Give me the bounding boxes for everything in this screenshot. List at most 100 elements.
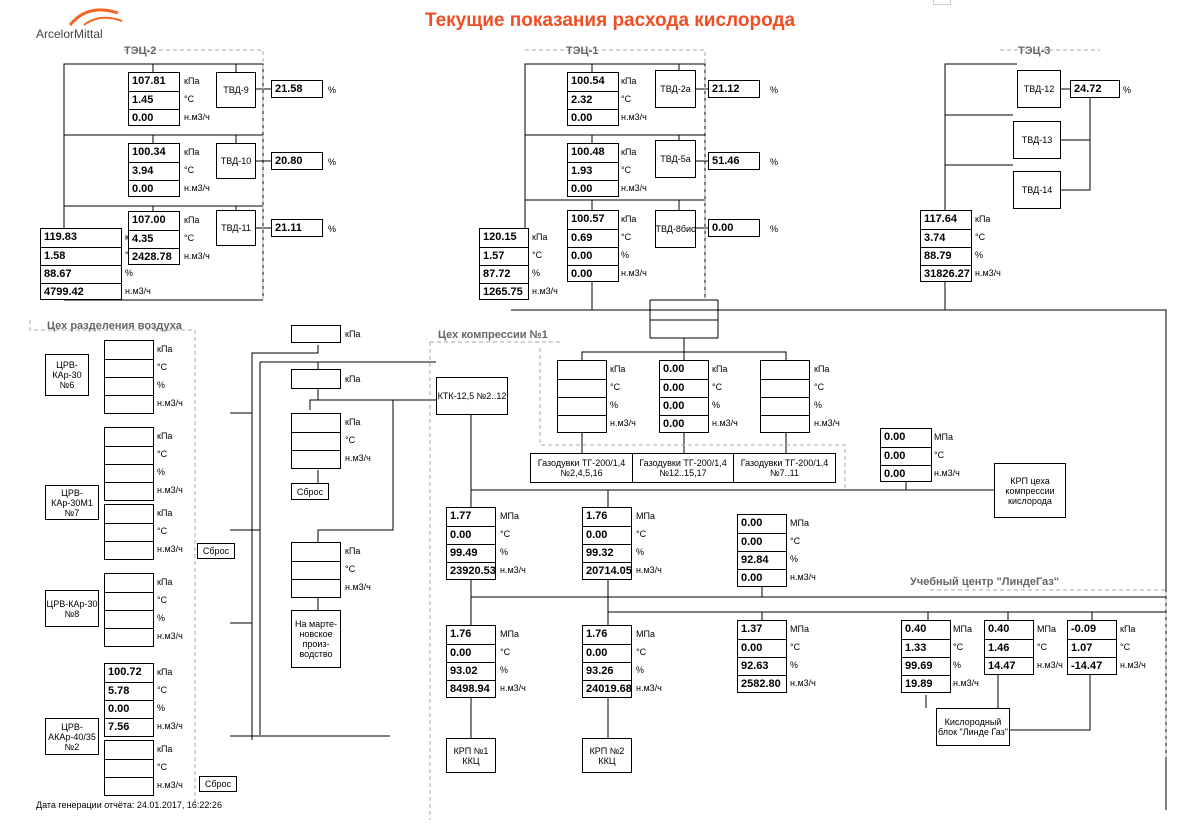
krp-compression[interactable]: КРП цеха компрессии кислорода: [994, 463, 1066, 518]
reading-cell: [105, 592, 153, 610]
blower-group-1[interactable]: Газодувки ТГ-200/1,4 №2,4,5,16: [530, 453, 633, 483]
reading-cell: 1.33: [902, 639, 950, 657]
unit-label: %: [157, 613, 166, 623]
unit-label: н.м3/ч: [500, 565, 526, 575]
reading-cell: 0.00: [129, 180, 179, 198]
reading-cell: 0.00: [741, 517, 763, 529]
blower-group-1-readings: [557, 360, 607, 433]
unit-label: °С: [1037, 642, 1048, 652]
unit-label: °С: [636, 529, 647, 539]
reading-cell: 0.00: [881, 465, 931, 483]
asu-unit-6-units: кПа°С%н.м3/ч: [157, 340, 183, 412]
section-title-linde: Учебный центр "ЛиндеГаз": [910, 576, 1060, 588]
tvd8-units: кПа°С%н.м3/ч: [621, 210, 647, 282]
unit-label: кПа: [975, 214, 991, 224]
blower-group-1-units: кПа°С%н.м3/ч: [610, 360, 636, 432]
line-2-units: МПа°С%н.м3/ч: [636, 625, 662, 697]
asu-unit-7-sbros[interactable]: Сброс: [197, 543, 235, 559]
unit-label: кПа: [621, 147, 637, 157]
tvd8-unit[interactable]: ТВД-8бис: [655, 210, 696, 248]
unit-label: н.м3/ч: [125, 286, 151, 296]
unit-label: %: [953, 660, 962, 670]
mid-sbros[interactable]: Сброс: [291, 483, 329, 500]
krp-2-kkc[interactable]: КРП №2 ККЦ: [582, 738, 632, 773]
tvd5a-unit[interactable]: ТВД-5а: [655, 140, 696, 178]
tvd11-percent-value: 21.11: [271, 219, 323, 237]
unit-label: МПа: [790, 518, 809, 528]
asu-unit-2-sbros[interactable]: Сброс: [199, 776, 237, 792]
mid-sbros-readings: [291, 413, 341, 469]
unit-label: °С: [184, 94, 195, 104]
tvd13-unit[interactable]: ТВД-13: [1013, 121, 1061, 159]
unit-label: МПа: [790, 624, 809, 634]
reading-cell: 1.57: [480, 247, 528, 265]
reading-cell: 1265.75: [480, 283, 528, 301]
unit-label: °С: [621, 94, 632, 104]
unit-label: МПа: [953, 624, 972, 634]
blower-group-3[interactable]: Газодувки ТГ-200/1,4 №7..11: [733, 453, 836, 483]
unit-label: н.м3/ч: [157, 721, 183, 731]
tvd11-unit[interactable]: ТВД-11: [216, 210, 256, 246]
unit-label: кПа: [184, 147, 200, 157]
reading-cell: [105, 359, 153, 377]
reading-cell: [105, 523, 153, 541]
tvd2a-unit[interactable]: ТВД-2а: [655, 70, 696, 108]
asu-unit-2-readings-b: [104, 740, 154, 796]
unit-label: %: [975, 250, 984, 260]
unit-label: н.м3/ч: [712, 418, 738, 428]
reading-cell: 3.74: [921, 229, 971, 247]
reading-cell: 93.02: [447, 662, 495, 680]
reading-cell: 4.35: [129, 230, 179, 248]
unit-label: °С: [184, 233, 195, 243]
reading-cell: 100.48: [571, 146, 605, 158]
unit-label: %: [157, 380, 166, 390]
unit-label: н.м3/ч: [636, 565, 662, 575]
reading-cell: 0.00: [663, 363, 685, 375]
tvd10-unit[interactable]: ТВД-10: [216, 143, 256, 179]
asu-unit-6[interactable]: ЦРВ-КАр-30 №6: [45, 354, 89, 396]
reading-cell: 0.40: [905, 623, 927, 635]
line-1-units: МПа°С%н.м3/ч: [500, 625, 526, 697]
unit-label: °С: [345, 564, 356, 574]
asu-unit-7[interactable]: ЦРВ-КАр-30М1 №7: [45, 485, 99, 520]
reading-cell: [105, 341, 153, 359]
reading-cell: 1.45: [129, 91, 179, 109]
reading-cell: [105, 777, 153, 795]
reading-cell: [105, 464, 153, 482]
reading-cell: 14.47: [985, 657, 1033, 675]
ktk-compressor[interactable]: КТК-12,5 №2..12: [436, 377, 508, 415]
unit-label: н.м3/ч: [1037, 660, 1063, 670]
asu-unit-2[interactable]: ЦРВ-АКАр-40/35 №2: [45, 718, 99, 755]
martin-production[interactable]: На марте-новское произ-водство: [291, 610, 341, 668]
reading-cell: [761, 361, 809, 379]
krp-1-kkc[interactable]: КРП №1 ККЦ: [446, 738, 496, 773]
window-control[interactable]: [933, 0, 951, 5]
blower-group-2[interactable]: Газодувки ТГ-200/1,4 №12..15,17: [632, 453, 734, 483]
unit-label: кПа: [184, 215, 200, 225]
reading-cell: 93.26: [583, 662, 631, 680]
linde-oxygen-block[interactable]: Кислородный блок "Линде Газ": [936, 708, 1010, 746]
unit-label: °С: [345, 435, 356, 445]
unit-label: %: [157, 467, 166, 477]
reading-cell: 0.00: [660, 415, 708, 433]
asu-unit-8[interactable]: ЦРВ-КАр-30 №8: [45, 590, 99, 627]
reading-cell: 100.72: [108, 666, 142, 678]
unit-label: %: [125, 268, 134, 278]
reading-cell: 7.56: [105, 718, 153, 736]
unit-label: н.м3/ч: [975, 268, 1001, 278]
tvd14-unit[interactable]: ТВД-14: [1013, 171, 1061, 209]
reading-cell: 31826.27: [921, 265, 971, 283]
tvd9-unit[interactable]: ТВД-9: [216, 72, 256, 108]
reading-cell: 99.69: [902, 657, 950, 675]
reading-cell: 0.00: [568, 180, 618, 198]
unit-label: н.м3/ч: [157, 780, 183, 790]
tvd12-unit[interactable]: ТВД-12: [1017, 70, 1061, 108]
